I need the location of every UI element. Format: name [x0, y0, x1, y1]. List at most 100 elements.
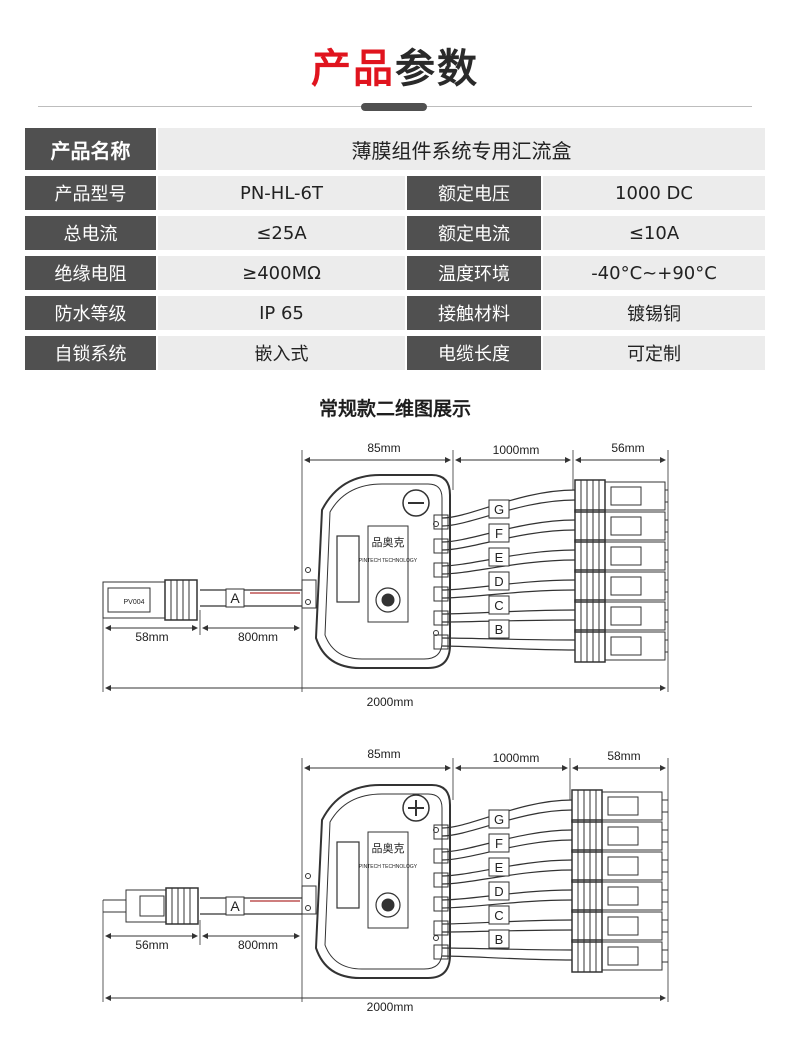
branch-connector-nut — [574, 479, 606, 513]
spec-row: 自锁系统 嵌入式 电缆长度 可定制 — [25, 336, 765, 370]
branch-connector-body — [604, 541, 666, 571]
box-port — [433, 824, 449, 840]
branch-connector-nut — [571, 819, 603, 853]
spec-key: 温度环境 — [407, 256, 541, 290]
spec-key: 接触材料 — [407, 296, 541, 330]
spec-name-label: 产品名称 — [25, 128, 156, 170]
spec-key: 绝缘电阻 — [25, 256, 156, 290]
brand-name: 品奥克 — [372, 841, 405, 855]
spec-value: ≤25A — [158, 216, 405, 250]
branch-label-e: E — [495, 550, 504, 565]
spec-value: ≥400MΩ — [158, 256, 405, 290]
dim-cable-length: 1000mm — [493, 751, 540, 765]
branch-connector-window — [607, 826, 639, 846]
branch-label-box — [488, 905, 510, 925]
dim-left-cable: 800mm — [238, 630, 278, 644]
branch-label-box — [488, 881, 510, 901]
diagram-title: 常规款二维图展示 — [318, 398, 471, 420]
spec-key: 产品型号 — [25, 176, 156, 210]
branch-label-box — [488, 833, 510, 853]
box-port — [433, 944, 449, 960]
spec-value: PN-HL-6T — [158, 176, 405, 210]
spec-key: 防水等级 — [25, 296, 156, 330]
branch-connector-body — [604, 481, 666, 511]
branch-connector-window — [607, 856, 639, 876]
spec-value: 可定制 — [543, 336, 765, 370]
branch-connector-window — [610, 576, 642, 596]
dim-total-length: 2000mm — [367, 695, 414, 709]
dim-left-connector: 58mm — [135, 630, 168, 644]
branch-connector-nut — [574, 539, 606, 573]
brand-name: 品奥克 — [372, 535, 405, 549]
branch-connector-body — [601, 821, 663, 851]
dim-box-width: 85mm — [367, 747, 400, 761]
spec-key: 额定电压 — [407, 176, 541, 210]
box-port — [433, 848, 449, 864]
box-port — [433, 896, 449, 912]
branch-connector-body — [601, 941, 663, 971]
branch-cable — [441, 869, 573, 885]
branch-label-a: A — [230, 898, 240, 914]
drawing-negative: 85mm 1000mm 56mm 58mm 800mm 2000mm A PV0… — [102, 441, 669, 709]
title-part-red: 产品 — [311, 46, 395, 92]
branch-label-box — [488, 547, 510, 567]
box-port — [433, 514, 449, 530]
branch-connector-window — [610, 516, 642, 536]
dim-left-cable: 800mm — [238, 938, 278, 952]
box-port — [433, 920, 449, 936]
brand-sub: PINTECH TECHNOLOGY — [359, 558, 418, 564]
branch-connector-window — [610, 486, 642, 506]
spec-value: 嵌入式 — [158, 336, 405, 370]
spec-row: 产品型号 PN-HL-6T 额定电压 1000 DC — [25, 176, 765, 210]
page-title: 产品参数 — [0, 36, 790, 94]
branch-label-g: G — [494, 502, 504, 517]
branch-connector-body — [601, 791, 663, 821]
dim-box-width: 85mm — [367, 441, 400, 455]
dim-connector-length: 58mm — [607, 749, 640, 763]
branch-label-f: F — [495, 526, 503, 541]
spec-name-value: 薄膜组件系统专用汇流盒 — [158, 128, 765, 170]
branch-connector-window — [610, 546, 642, 566]
branch-label-box — [488, 857, 510, 877]
spec-row: 绝缘电阻 ≥400MΩ 温度环境 -40°C~+90°C — [25, 256, 765, 290]
branch-cable — [441, 637, 576, 641]
branch-connector-window — [610, 606, 642, 626]
title-part-dark: 参数 — [395, 46, 479, 92]
box-port — [433, 872, 449, 888]
brand-sub: PINTECH TECHNOLOGY — [359, 864, 418, 870]
connector-label: PV004 — [123, 599, 144, 606]
branch-connector-nut — [571, 909, 603, 943]
branch-connector-nut — [571, 939, 603, 973]
branch-connector-body — [604, 511, 666, 541]
branch-label-a: A — [230, 590, 240, 606]
branch-connector-window — [607, 946, 639, 966]
branch-connector-nut — [574, 629, 606, 663]
spec-value: 1000 DC — [543, 176, 765, 210]
branch-cable — [441, 947, 573, 951]
branch-cable — [441, 955, 573, 961]
branch-label-c: C — [494, 908, 503, 923]
branch-label-d: D — [494, 884, 503, 899]
spec-value: 镀锡铜 — [543, 296, 765, 330]
branch-label-box — [488, 571, 510, 591]
branch-label-box — [488, 499, 510, 519]
drawing-positive: 85mm 1000mm 58mm 56mm 800mm 2000mm A 品奥克… — [102, 747, 669, 1014]
spec-key: 电缆长度 — [407, 336, 541, 370]
branch-connector-window — [607, 796, 639, 816]
branch-label-box — [488, 523, 510, 543]
branch-cable — [441, 645, 576, 651]
box-port — [433, 610, 449, 626]
branch-label-box — [488, 595, 510, 615]
branch-label-g: G — [494, 812, 504, 827]
branch-cable — [441, 559, 576, 575]
branch-connector-window — [607, 886, 639, 906]
dim-connector-length: 56mm — [611, 441, 644, 455]
branch-connector-body — [604, 601, 666, 631]
spec-key: 额定电流 — [407, 216, 541, 250]
box-port — [433, 586, 449, 602]
branch-cable — [441, 589, 576, 599]
spec-row: 防水等级 IP 65 接触材料 镀锡铜 — [25, 296, 765, 330]
branch-connector-nut — [571, 789, 603, 823]
spec-row-name: 产品名称 薄膜组件系统专用汇流盒 — [25, 128, 765, 170]
branch-connector-window — [607, 916, 639, 936]
